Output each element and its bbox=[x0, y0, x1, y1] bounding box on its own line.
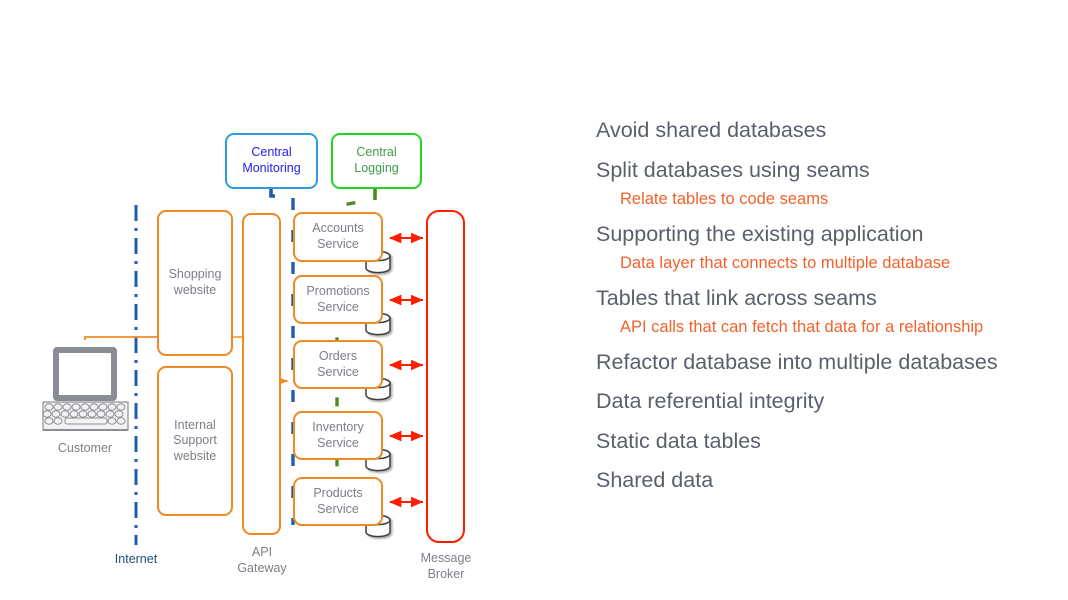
inventory-service-label-line2: Service bbox=[317, 435, 359, 450]
shopping-website-label-line2: website bbox=[173, 283, 217, 297]
bullet-subitem: Relate tables to code seams bbox=[620, 190, 829, 208]
central-monitoring-label-line1: Central bbox=[251, 145, 292, 160]
architecture-diagram: Central Monitoring Central Logging Shopp… bbox=[42, 133, 486, 582]
internal-support-label-line2: Support bbox=[173, 433, 217, 448]
bullet-subitem: API calls that can fetch that data for a… bbox=[620, 318, 984, 336]
accounts-service-label-line1: Accounts bbox=[312, 221, 364, 236]
bullet-item: Shared data bbox=[596, 468, 714, 492]
api-gateway-caption-line1: API bbox=[251, 545, 273, 559]
api-gateway-caption: API Gateway bbox=[222, 545, 302, 576]
shopping-website-node[interactable]: Shopping website bbox=[157, 210, 233, 356]
message-broker-caption-line2: Broker bbox=[427, 566, 465, 581]
bullet-item: Avoid shared databases bbox=[596, 118, 827, 142]
inventory-service-node[interactable]: Inventory Service bbox=[293, 411, 383, 460]
central-monitoring-node[interactable]: Central Monitoring bbox=[225, 133, 318, 189]
internet-caption: Internet bbox=[114, 552, 158, 566]
customer-caption: Customer bbox=[57, 441, 113, 455]
bullet-item: Supporting the existing application bbox=[596, 221, 924, 246]
internal-support-label-line3: website bbox=[173, 448, 217, 463]
orders-service-node[interactable]: Orders Service bbox=[293, 340, 383, 389]
central-logging-line bbox=[335, 189, 377, 525]
bullet-item: Refactor database into multiple database… bbox=[596, 349, 998, 374]
bullet-item: Static data tables bbox=[596, 428, 761, 453]
internal-support-website-node[interactable]: Internal Support website bbox=[157, 366, 233, 516]
central-monitoring-label-line2: Monitoring bbox=[242, 161, 301, 175]
accounts-service-node[interactable]: Accounts Service bbox=[293, 212, 383, 262]
products-service-label-line2: Service bbox=[317, 501, 359, 516]
central-logging-label-line2: Logging bbox=[354, 161, 399, 175]
bullet-item: Split databases using seams bbox=[596, 157, 870, 182]
api-gateway-node[interactable] bbox=[242, 213, 281, 535]
api-gateway-caption-line2: Gateway bbox=[237, 560, 287, 575]
promotions-service-label-line1: Promotions bbox=[306, 283, 370, 298]
message-broker-caption-line1: Message bbox=[420, 551, 472, 565]
central-logging-node[interactable]: Central Logging bbox=[331, 133, 422, 189]
products-service-node[interactable]: Products Service bbox=[293, 477, 383, 526]
bullet-subitem: Data layer that connects to multiple dat… bbox=[620, 254, 951, 272]
bullet-item: Tables that link across seams bbox=[596, 285, 877, 310]
message-broker-caption: Message Broker bbox=[406, 551, 486, 582]
customer-computer-icon bbox=[42, 347, 129, 431]
promotions-service-node[interactable]: Promotions Service bbox=[293, 275, 383, 324]
bullet-item: Data referential integrity bbox=[596, 389, 825, 413]
orders-service-label-line1: Orders bbox=[318, 348, 358, 363]
products-service-label-line1: Products bbox=[313, 485, 363, 500]
orders-service-label-line2: Service bbox=[317, 364, 359, 379]
shopping-website-label-line1: Shopping bbox=[168, 267, 222, 282]
message-broker-node[interactable] bbox=[426, 210, 465, 543]
inventory-service-label-line1: Inventory bbox=[312, 419, 364, 434]
accounts-service-label-line2: Service bbox=[317, 237, 359, 251]
promotions-service-label-line2: Service bbox=[317, 299, 359, 314]
service-broker-arrows bbox=[388, 232, 424, 508]
internal-support-label-line1: Internal bbox=[174, 417, 216, 432]
central-logging-label-line1: Central bbox=[356, 145, 397, 160]
bullet-list: Avoid shared databases Split databases u… bbox=[596, 118, 1066, 510]
